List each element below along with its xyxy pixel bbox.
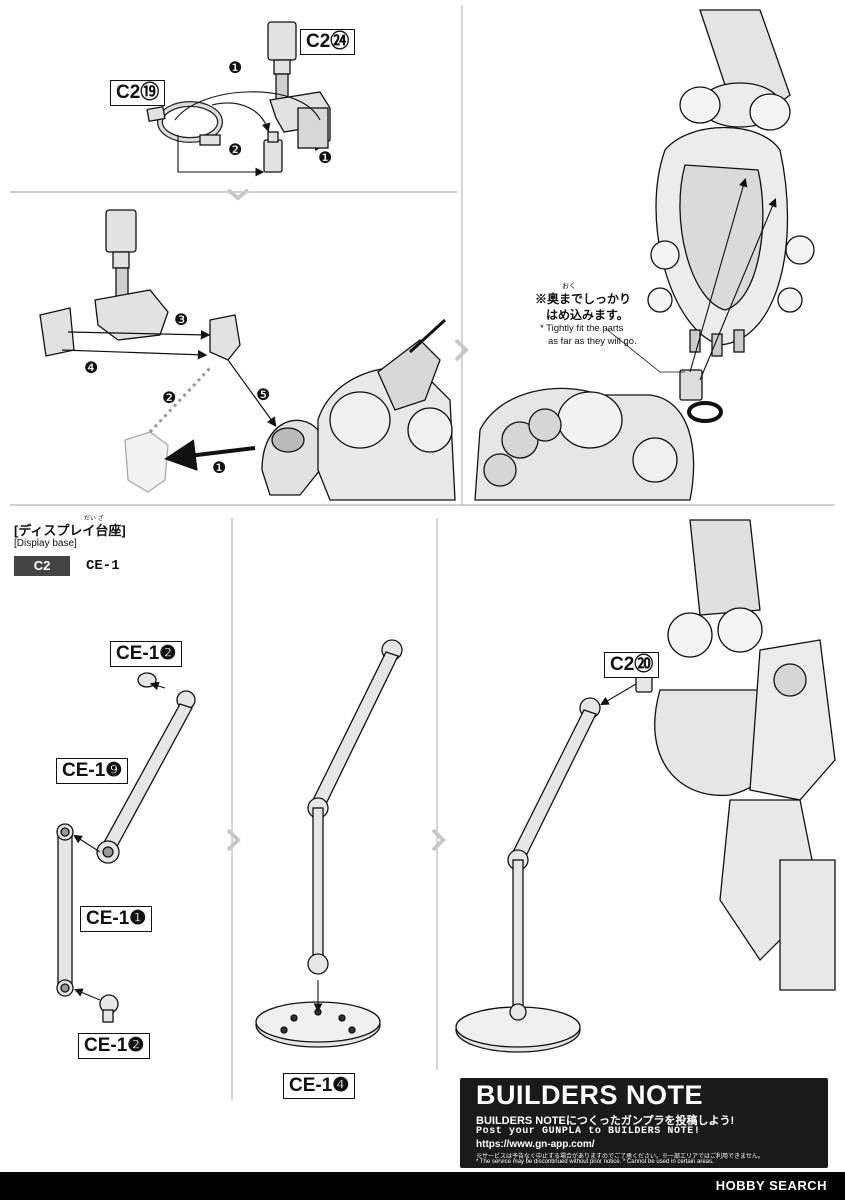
qr-code-frame[interactable]	[742, 1088, 808, 1154]
display-base-title: [ディスプレイ台座]	[14, 523, 126, 538]
chevron-right-icon	[431, 828, 446, 852]
display-base-furigana: だい ざ	[84, 516, 104, 522]
watermark-text: HOBBY SEARCH	[715, 1178, 827, 1193]
builders-note-title: BUILDERS NOTE	[476, 1080, 704, 1110]
part-label-ce1-2-bottom: CE-1❷	[78, 1033, 151, 1059]
builders-note-jp: BUILDERS NOTEにつくったガンプラを投稿しよう!	[476, 1115, 735, 1127]
step-number-1b: ❶	[318, 150, 333, 167]
step-number-4: ❹	[84, 360, 99, 377]
assembly-mid-left	[39, 209, 456, 501]
assembly-top-left	[146, 21, 331, 173]
step-number-3: ❸	[174, 312, 189, 329]
display-base-parts	[56, 672, 196, 1023]
note-furigana: おく	[562, 283, 576, 290]
step-number-1: ❶	[228, 60, 243, 77]
runner-tag: C2	[14, 556, 70, 576]
builders-note-url[interactable]: https://www.gn-app.com/	[476, 1139, 595, 1150]
chevron-down-icon	[226, 188, 250, 201]
note-jp-line2: はめ込みます。	[546, 308, 629, 322]
step-number-2: ❷	[228, 142, 243, 159]
display-base-assembled	[255, 639, 403, 1048]
part-label-c2-24: C2㉔	[300, 29, 356, 55]
builders-note-banner: BUILDERS NOTE BUILDERS NOTEにつくったガンプラを投稿し…	[460, 1078, 828, 1168]
chevron-right-icon	[226, 828, 241, 852]
part-label-c2-20: C2⑳	[604, 652, 660, 678]
display-base-subtitle: [Display base]	[14, 538, 77, 549]
step-number-5: ❺	[256, 387, 271, 404]
chevron-right-icon	[454, 338, 469, 362]
note-en-line2: as far as they will go.	[548, 336, 637, 347]
part-label-ce1-2-top: CE-1❷	[110, 641, 183, 667]
step-number-1c: ❶	[212, 460, 227, 477]
footer-bar: HOBBY SEARCH	[0, 1172, 845, 1200]
part-label-ce1-9: CE-1❾	[56, 758, 129, 784]
builders-note-disclaimer-jp: ※サービスは予告なく中止する場合がありますのでご了承ください。※一部エリアではご…	[476, 1154, 764, 1160]
part-label-ce1-4: CE-1❹	[283, 1073, 356, 1099]
arrow-icon	[164, 439, 256, 472]
step-number-2b: ❷	[162, 390, 177, 407]
runner-code: CE-1	[86, 558, 120, 574]
assembly-arm-right	[474, 9, 815, 501]
part-label-c2-19: C2⑲	[110, 80, 166, 106]
panel-dividers	[10, 5, 835, 1100]
note-jp-line1: ※奥までしっかり	[535, 292, 632, 306]
builders-note-disclaimer-en: * The service may be discontinued withou…	[476, 1159, 714, 1165]
note-en-line1: * Tightly fit the parts	[540, 323, 624, 334]
display-base-with-kit	[455, 519, 836, 1053]
part-label-ce1-1: CE-1❶	[80, 906, 153, 932]
builders-note-en: Post your GUNPLA to BUILDERS NOTE!	[476, 1126, 701, 1137]
